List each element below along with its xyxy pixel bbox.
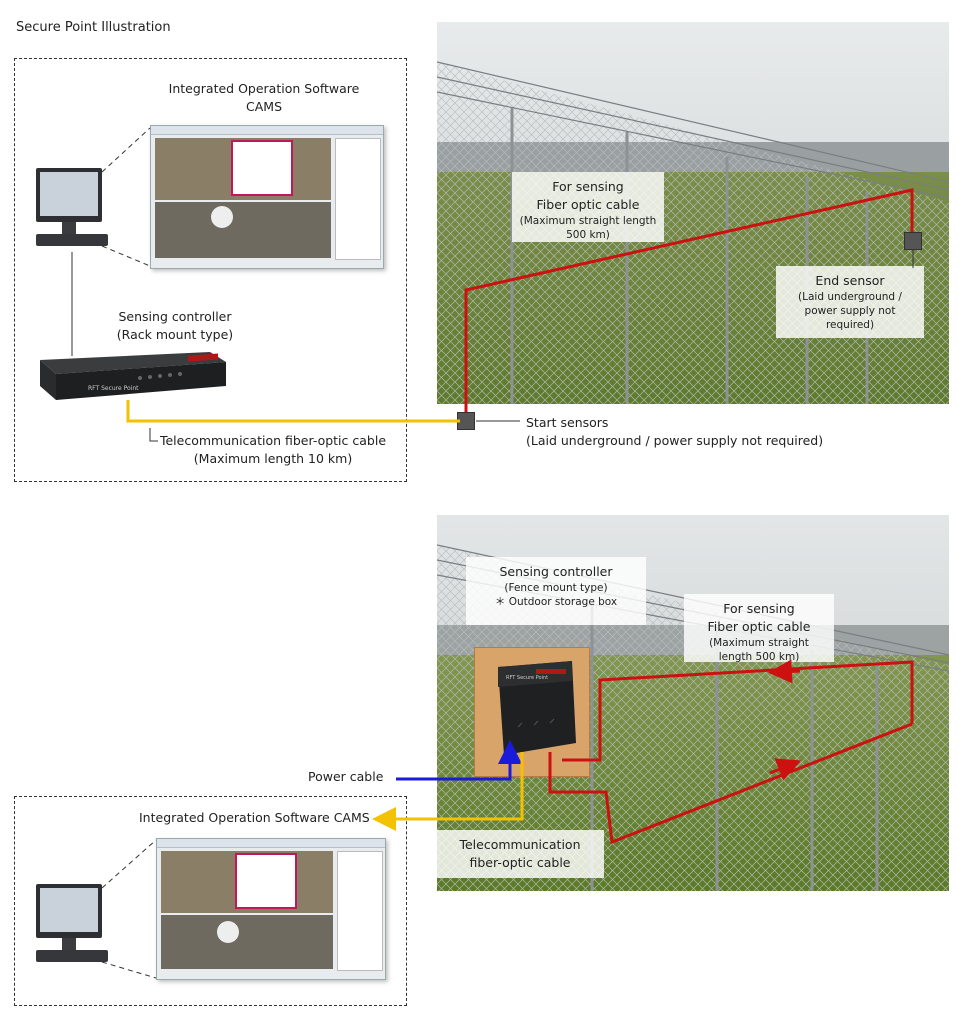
telecom-panel-bottom: Telecommunication fiber-optic cable	[436, 830, 604, 878]
cams-label-top: Integrated Operation Software CAMS	[150, 80, 378, 116]
telecom-panel-bottom-line1: Telecommunication	[459, 837, 581, 852]
monitor-top	[36, 168, 108, 252]
fiber-panel-top-line3: (Maximum straight length	[519, 215, 657, 227]
power-cable-label: Power cable	[308, 769, 384, 784]
power-cable	[396, 740, 522, 781]
fence-mount-controller: RFT Secure Point	[473, 646, 591, 778]
fiber-cable-top	[464, 188, 914, 412]
fiber-panel-top-line1: For sensing	[552, 179, 624, 194]
cams-screenshot-top	[150, 125, 384, 269]
telecom-label-pointer	[149, 428, 158, 442]
monitor-bottom	[36, 884, 108, 968]
bottom-control-room-box	[14, 796, 407, 1006]
device-brand-text-bottom: RFT Secure Point	[506, 675, 548, 681]
rack-controller-label-line1: Sensing controller	[118, 309, 232, 324]
cams-label-line2: CAMS	[246, 99, 282, 114]
end-sensor-line4: required)	[825, 319, 875, 331]
fence-controller-line3: ＊ Outdoor storage box	[494, 596, 618, 608]
fiber-panel-bottom-line2: Fiber optic cable	[707, 619, 811, 634]
device-brand-text: RFT Secure Point	[88, 385, 139, 392]
zoom-callout-lines-bottom	[101, 839, 157, 979]
page-title: Secure Point Illustration	[16, 20, 171, 35]
fiber-panel-bottom-line1: For sensing	[723, 601, 795, 616]
end-sensor-box	[904, 232, 922, 250]
start-sensor-line2: (Laid underground / power supply not req…	[526, 433, 824, 448]
telecom-label-top-line1: Telecommunication fiber-optic cable	[159, 433, 387, 448]
fiber-panel-top-line4: 500 km)	[566, 229, 610, 241]
end-sensor-line1: End sensor	[815, 273, 885, 288]
telecom-panel-bottom-line2: fiber-optic cable	[469, 855, 571, 870]
fence-controller-panel: Sensing controller (Fence mount type) ＊ …	[466, 557, 646, 625]
end-sensor-line2: (Laid underground /	[798, 291, 902, 303]
fiber-cable-bottom-upper	[562, 660, 914, 762]
top-control-room-box	[14, 58, 407, 482]
fiber-panel-bottom-line3: (Maximum straight	[709, 637, 809, 649]
rack-mount-controller: RFT Secure Point	[40, 352, 226, 408]
telecom-cable-top	[126, 400, 460, 423]
fiber-panel-bottom: For sensing Fiber optic cable (Maximum s…	[684, 594, 834, 663]
fiber-panel-top: For sensing Fiber optic cable (Maximum s…	[512, 172, 664, 242]
fiber-panel-top-line2: Fiber optic cable	[536, 197, 640, 212]
telecom-cable-bottom	[372, 752, 524, 831]
fiber-arrow-lower	[769, 758, 802, 781]
fiber-cable-bottom-lower	[548, 722, 913, 845]
end-sensor-line3: power supply not	[804, 305, 896, 317]
cams-label-bottom: Integrated Operation Software CAMS	[139, 810, 370, 825]
end-sensor-panel: End sensor (Laid underground / power sup…	[776, 266, 924, 338]
fence-controller-line2: (Fence mount type)	[504, 582, 608, 594]
start-sensor-line1: Start sensors	[526, 415, 609, 430]
cams-screenshot-bottom	[156, 838, 386, 980]
fence-controller-line1: Sensing controller	[499, 564, 613, 579]
start-sensor-label: Start sensors (Laid underground / power …	[526, 414, 823, 450]
cams-label-line1: Integrated Operation Software	[168, 81, 360, 96]
telecom-label-top-line2: (Maximum length 10 km)	[193, 451, 353, 466]
zoom-callout-lines-top	[101, 127, 151, 267]
telecom-label-top: Telecommunication fiber-optic cable (Max…	[150, 432, 396, 468]
fiber-arrow-upper	[768, 659, 801, 684]
rack-controller-label: Sensing controller (Rack mount type)	[80, 308, 270, 344]
rack-controller-label-line2: (Rack mount type)	[116, 327, 234, 342]
